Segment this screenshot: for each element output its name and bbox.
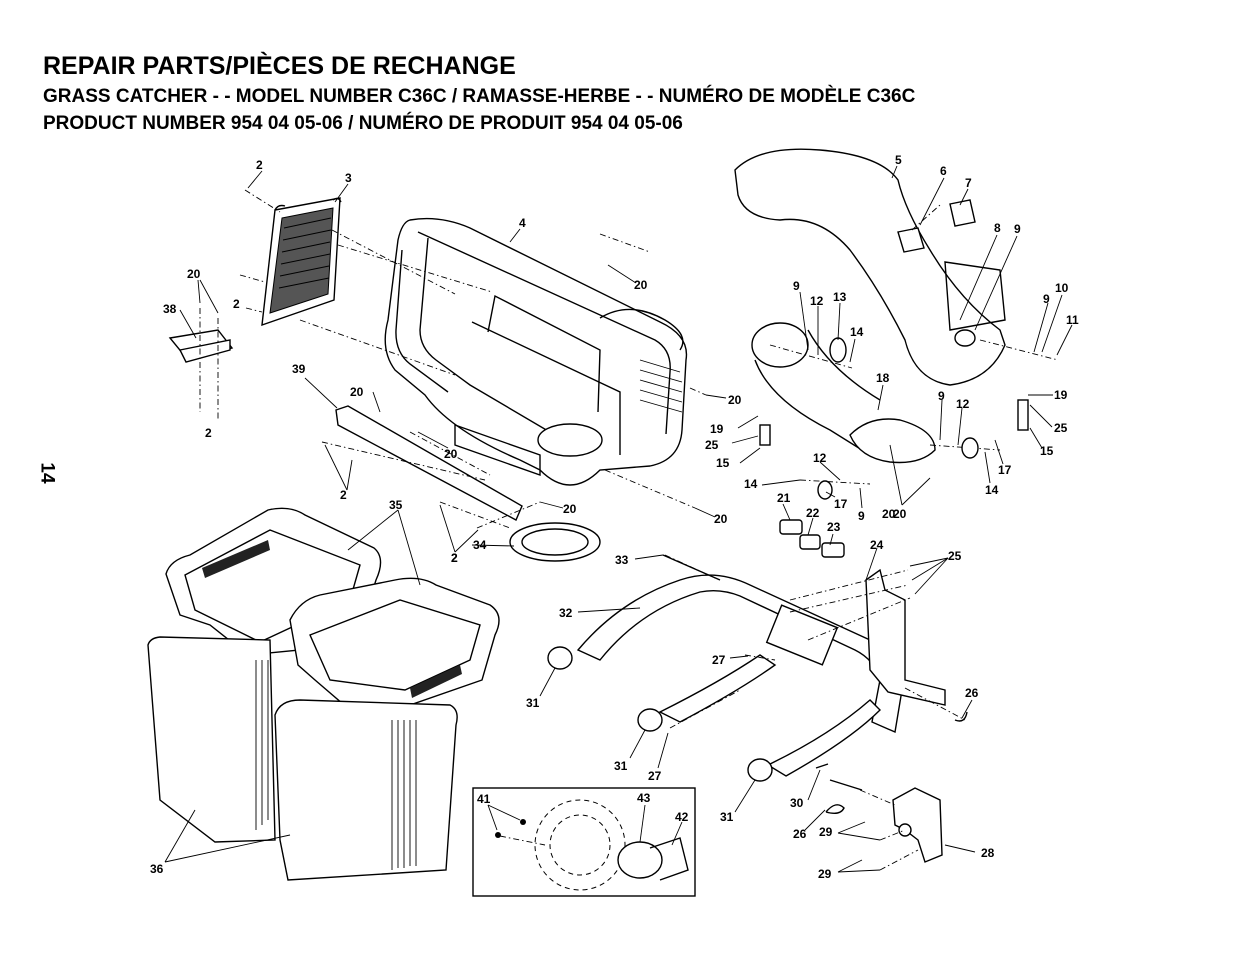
callout-29-a: 29	[819, 825, 833, 839]
callout-numbers: 2 3 20 38 2 2 4 20 5 6 7 8 9 9 12 13 14 …	[150, 153, 1079, 881]
callout-12-b: 12	[956, 397, 970, 411]
callout-43: 43	[637, 791, 651, 805]
callout-20-d: 20	[728, 393, 742, 407]
model-subtitle: GRASS CATCHER - - MODEL NUMBER C36C / RA…	[43, 86, 916, 107]
callout-24: 24	[870, 538, 884, 552]
callout-20-a: 20	[187, 267, 201, 281]
frame-tube-part-32	[547, 574, 903, 782]
leader-lines	[164, 165, 1073, 873]
callout-20-e: 20	[444, 447, 458, 461]
callout-31-c: 31	[720, 810, 734, 824]
callout-35: 35	[389, 498, 403, 512]
callout-42: 42	[675, 810, 689, 824]
page-title: REPAIR PARTS/PIÈCES DE RECHANGE	[43, 52, 516, 80]
callout-29-b: 29	[818, 867, 832, 881]
callout-13: 13	[833, 290, 847, 304]
callout-14-c: 14	[985, 483, 999, 497]
callout-19-b: 19	[1054, 388, 1068, 402]
callout-2-c: 2	[205, 426, 212, 440]
chute-part-5	[734, 148, 1006, 386]
hardware-lines	[199, 189, 1059, 871]
callout-20-g: 20	[563, 502, 577, 516]
callout-2-f: 2	[451, 551, 458, 565]
ring-part-34	[509, 522, 601, 562]
wheel-inset	[472, 787, 696, 897]
hose-adapter-part-18	[751, 322, 936, 464]
bags-part-35-36	[147, 507, 500, 881]
callout-26-a: 26	[965, 686, 979, 700]
callout-20-c: 20	[350, 385, 364, 399]
callout-6: 6	[940, 164, 947, 178]
callout-2-a: 2	[256, 158, 263, 172]
callout-22: 22	[806, 506, 820, 520]
callout-30: 30	[790, 796, 804, 810]
callout-31-a: 31	[526, 696, 540, 710]
callout-25-c: 25	[948, 549, 962, 563]
callout-28: 28	[981, 846, 995, 860]
strip-part-39	[335, 405, 523, 521]
callout-23: 23	[827, 520, 841, 534]
callout-9-d: 9	[938, 389, 945, 403]
callout-17-b: 17	[998, 463, 1012, 477]
callout-20-h: 20	[714, 512, 728, 526]
callout-25-a: 25	[705, 438, 719, 452]
callout-3: 3	[345, 171, 352, 185]
callout-25-b: 25	[1054, 421, 1068, 435]
product-subtitle: PRODUCT NUMBER 954 04 05-06 / NUMÉRO DE …	[43, 113, 683, 134]
callout-31-b: 31	[614, 759, 628, 773]
callout-9-e: 9	[858, 509, 865, 523]
callout-5: 5	[895, 153, 902, 167]
callout-14-a: 14	[850, 325, 864, 339]
callout-15-a: 15	[716, 456, 730, 470]
callout-17-a: 17	[834, 497, 848, 511]
deflector-part-38	[168, 329, 234, 363]
callout-18: 18	[876, 371, 890, 385]
callout-20-i: 20	[882, 507, 896, 521]
callout-39: 39	[292, 362, 306, 376]
bracket-part-24	[865, 568, 946, 706]
bracket-part-28	[892, 787, 943, 863]
callout-38: 38	[163, 302, 177, 316]
screen-part-3	[261, 197, 342, 327]
callout-36: 36	[150, 862, 164, 876]
callout-11: 11	[1066, 313, 1079, 327]
callout-9-b: 9	[793, 279, 800, 293]
callout-8: 8	[994, 221, 1001, 235]
callout-14-b: 14	[744, 477, 758, 491]
callout-21: 21	[777, 491, 791, 505]
callout-19-a: 19	[710, 422, 724, 436]
callout-2-d: 2	[340, 488, 347, 502]
callout-10: 10	[1055, 281, 1069, 295]
callout-12-a: 12	[810, 294, 824, 308]
callout-20-f: 20	[893, 507, 907, 521]
callout-2-b: 2	[233, 297, 240, 311]
callout-27-a: 27	[712, 653, 726, 667]
callout-9-a: 9	[1014, 222, 1021, 236]
callout-41: 41	[477, 792, 491, 806]
callout-33: 33	[615, 553, 629, 567]
callout-9-c: 9	[1043, 292, 1050, 306]
callout-32: 32	[559, 606, 573, 620]
callout-4: 4	[519, 216, 526, 230]
callout-34: 34	[473, 538, 487, 552]
callout-7: 7	[965, 176, 972, 190]
callout-27-b: 27	[648, 769, 662, 783]
callout-15-b: 15	[1040, 444, 1054, 458]
callout-20-b: 20	[634, 278, 648, 292]
bag-frame-part-4	[384, 217, 688, 486]
callout-2-e: 2	[451, 551, 458, 565]
callout-26-b: 26	[793, 827, 807, 841]
callout-12-c: 12	[813, 451, 827, 465]
